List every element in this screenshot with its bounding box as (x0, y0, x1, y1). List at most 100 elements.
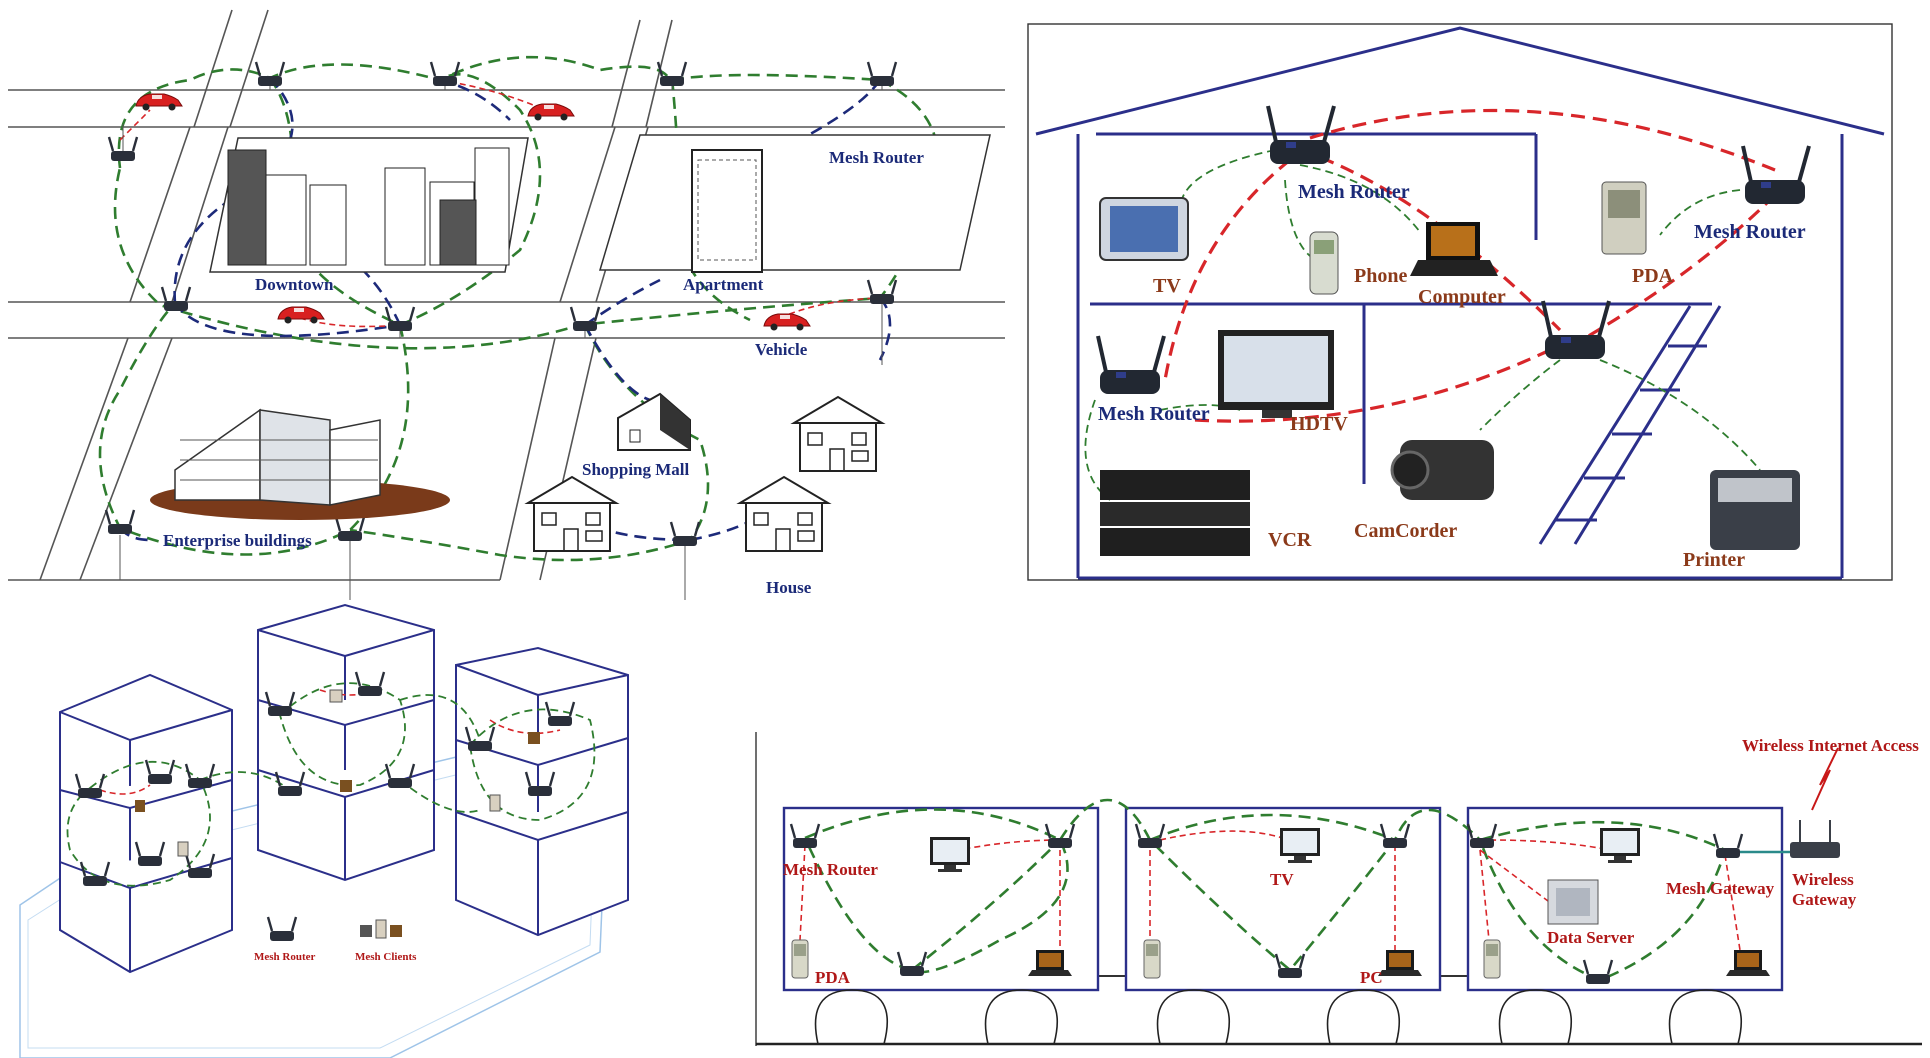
city-router-8 (569, 305, 601, 338)
shopping-mall-icon (617, 392, 691, 451)
mesh-client-icon (177, 841, 189, 857)
city-panel: Downtown Apartment Mesh Router Vehicle E… (8, 9, 1005, 600)
mesh-router-icon (1582, 958, 1614, 986)
wireless-gateway-label-1: Wireless (1792, 870, 1854, 889)
wireless-gateway-icon (1790, 820, 1840, 858)
legend-client-icon (375, 919, 387, 939)
laptop-icon (1378, 950, 1422, 976)
pc-label: PC (1360, 968, 1383, 987)
mesh-router-icon (896, 950, 928, 978)
mesh-router-label: Mesh Router (829, 148, 924, 167)
stairs (1538, 305, 1722, 545)
office-room-1 (782, 806, 1100, 992)
office-room-2 (1124, 806, 1442, 992)
house-icon (793, 396, 883, 472)
vcr-icon (1100, 470, 1250, 556)
legend-router-icon (266, 915, 298, 943)
pda-label: PDA (815, 968, 851, 987)
campus-panel: Mesh Router Mesh Clients (19, 603, 629, 1058)
city-router-9 (866, 278, 898, 365)
mesh-router-icon (1379, 822, 1411, 850)
legend-mesh-router-label: Mesh Router (254, 951, 316, 963)
mesh-client-icon (329, 689, 343, 703)
laptop-icon (1028, 950, 1072, 976)
city-router-7 (384, 305, 416, 338)
mesh-client-icon (135, 800, 145, 812)
computer-label: Computer (1418, 286, 1506, 308)
tv-label: TV (1270, 870, 1294, 889)
car-icon (277, 306, 325, 324)
campus-building (257, 603, 435, 882)
mesh-router-top-label: Mesh Router (1298, 181, 1410, 203)
legend-client-icon (360, 925, 372, 937)
laptop-icon (1726, 950, 1770, 976)
city-router-12 (669, 520, 701, 600)
pda-icon (791, 939, 809, 979)
mesh-gateway-icon (1712, 832, 1744, 860)
enterprise-building-icon (150, 408, 450, 520)
office-panel: Wireless Internet Access Mesh Router TV … (755, 732, 1922, 1046)
phone-label: Phone (1354, 265, 1407, 287)
vehicle-label: Vehicle (755, 340, 808, 359)
hdtv-label: HDTV (1290, 413, 1348, 435)
house-icon (527, 476, 617, 552)
house-icon (739, 476, 829, 552)
city-router-6 (160, 285, 192, 313)
tv-icon (1280, 828, 1320, 863)
legend-mesh-clients-label: Mesh Clients (355, 951, 417, 963)
office-room-3 (1466, 806, 1784, 992)
hdtv-icon (1218, 330, 1334, 418)
mesh-router-icon (1096, 334, 1166, 396)
mesh-client-icon (528, 732, 540, 744)
downtown-label: Downtown (255, 275, 334, 294)
lightning-icon (1811, 747, 1839, 811)
phone-icon (1309, 231, 1339, 295)
mesh-client-icon (489, 794, 501, 812)
car-icon (527, 103, 575, 121)
data-server-label: Data Server (1547, 928, 1635, 947)
vcr-label: VCR (1268, 529, 1312, 551)
mesh-gateway-label: Mesh Gateway (1666, 879, 1775, 898)
monitor-icon (930, 837, 970, 872)
mesh-router-label: Mesh Router (783, 860, 878, 879)
wireless-internet-access-label: Wireless Internet Access (1742, 736, 1919, 755)
mesh-router-icon (1466, 822, 1498, 850)
city-router-4 (656, 60, 688, 90)
pda-icon (1143, 939, 1161, 979)
campus-building (59, 673, 233, 974)
legend-client-icon (390, 925, 402, 937)
mesh-router-icon (1541, 299, 1611, 361)
mesh-client-icon (340, 780, 352, 792)
computer-icon (1410, 222, 1498, 276)
city-router-3 (429, 60, 461, 90)
printer-icon (1710, 470, 1800, 550)
home-panel: Mesh Router Mesh Router Mesh Router TV P… (1027, 23, 1893, 581)
tv-icon (1099, 197, 1189, 261)
car-icon (763, 313, 811, 331)
downtown-buildings-icon (209, 137, 529, 273)
mesh-router-right-label: Mesh Router (1694, 221, 1806, 243)
pda-icon (1601, 181, 1647, 255)
car-icon (135, 93, 183, 111)
monitor-icon (1600, 828, 1640, 863)
pda-label: PDA (1632, 265, 1674, 287)
tv-label: TV (1153, 275, 1181, 297)
wireless-gateway-label-2: Gateway (1792, 890, 1857, 909)
house-label: House (766, 578, 812, 597)
enterprise-buildings-label: Enterprise buildings (163, 531, 312, 550)
mesh-router-icon (1741, 144, 1811, 206)
city-router-10 (104, 508, 136, 580)
data-server-icon (1547, 879, 1599, 925)
camcorder-icon (1390, 440, 1494, 500)
pda-icon (1483, 939, 1501, 979)
shopping-mall-label: Shopping Mall (582, 460, 690, 479)
apartment-label: Apartment (683, 275, 764, 294)
mesh-router-icon (789, 822, 821, 850)
camcorder-label: CamCorder (1354, 520, 1457, 542)
city-router-11 (334, 515, 366, 600)
printer-label: Printer (1683, 549, 1745, 571)
mesh-router-icon (1134, 822, 1166, 850)
mesh-router-left-label: Mesh Router (1098, 403, 1210, 425)
mesh-router-icon (1044, 822, 1076, 850)
